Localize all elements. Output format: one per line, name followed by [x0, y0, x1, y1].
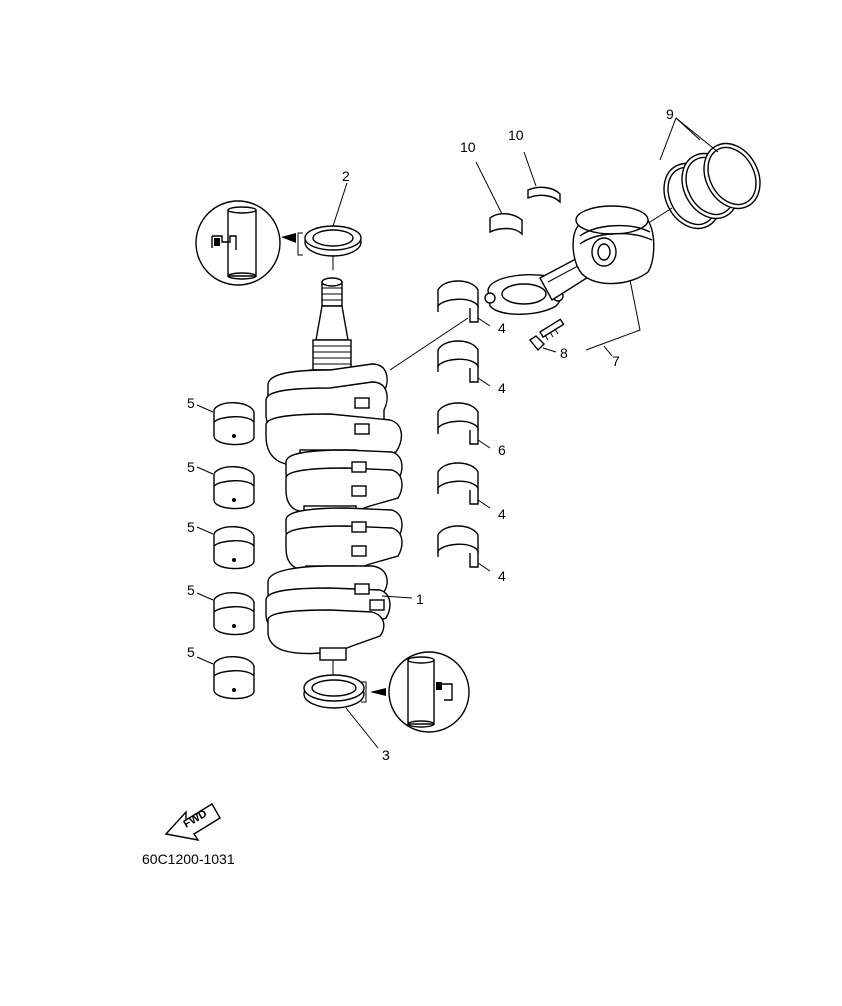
bearing-4-b: [437, 340, 491, 387]
bearing-4-c: [437, 462, 491, 509]
oil-seal-upper: [304, 182, 362, 270]
label-2: 2: [342, 168, 350, 184]
label-6: 6: [498, 442, 506, 458]
main-bearing-4: [196, 592, 255, 636]
label-10b: 10: [508, 127, 524, 143]
bearing-4-d: [437, 525, 491, 572]
label-5b: 5: [187, 459, 195, 475]
right-bearing-set: [437, 280, 491, 572]
label-3: 3: [382, 747, 390, 763]
label-1: 1: [416, 591, 424, 607]
label-5d: 5: [187, 582, 195, 598]
main-bearing-1: [196, 402, 255, 446]
bearing-4-a: [437, 280, 491, 327]
label-7: 7: [612, 353, 620, 369]
bearing-6: [437, 402, 491, 449]
connecting-rod-piston-assembly: [484, 205, 655, 357]
label-10a: 10: [460, 139, 476, 155]
main-bearing-2: [196, 466, 255, 510]
label-9: 9: [666, 106, 674, 122]
label-5e: 5: [187, 644, 195, 660]
crankshaft: [265, 277, 403, 678]
forward-direction-arrow: FWD: [164, 803, 221, 841]
diagram-code: 60C1200-1031: [142, 851, 235, 867]
label-4c: 4: [498, 506, 506, 522]
label-5c: 5: [187, 519, 195, 535]
oil-seal-detail-inset-top: [195, 200, 303, 286]
oil-seal-detail-inset-bottom: [388, 651, 470, 733]
label-4d: 4: [498, 568, 506, 584]
label-5a: 5: [187, 395, 195, 411]
label-8: 8: [560, 345, 568, 361]
oil-seal-lower: [303, 674, 386, 749]
part-labels: 1 2 3 4 4 6 4 4 5 5 5 5 5 7 8 9 10 10: [187, 106, 674, 763]
label-4a: 4: [498, 320, 506, 336]
main-bearing-5: [196, 656, 255, 700]
piston-rings: [649, 117, 761, 230]
conrod-bolt: [528, 318, 565, 353]
small-end-bearing-lower: [475, 161, 523, 236]
main-bearing-3: [196, 526, 255, 570]
main-bearing-set: [196, 402, 255, 700]
label-4b: 4: [498, 380, 506, 396]
small-end-bearing-upper: [523, 151, 561, 204]
